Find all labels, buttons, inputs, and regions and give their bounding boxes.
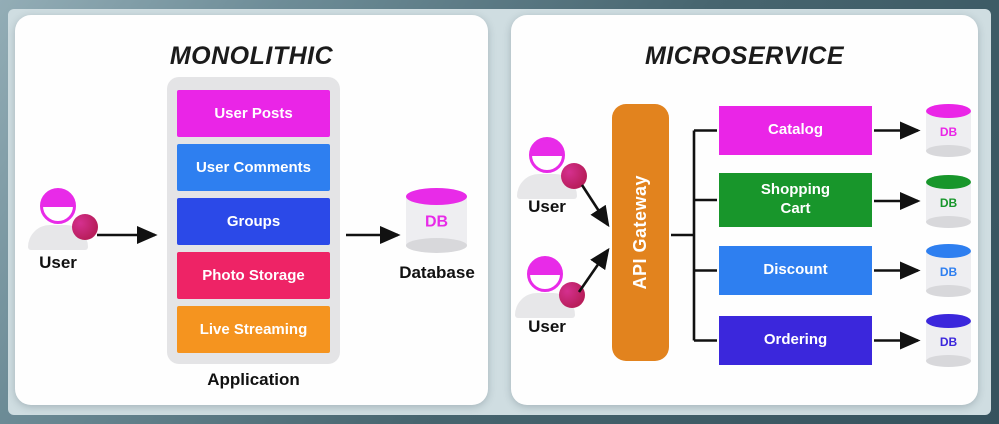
cylinder-top [926,314,971,328]
database-icon: DB [926,314,971,367]
module-user-comments: User Comments [177,144,330,191]
module-label: Photo Storage [202,267,305,284]
module-label: Live Streaming [199,321,308,338]
database-icon: DB [926,104,971,157]
user-icon [517,137,589,199]
service-shopping-cart: Shopping Cart [719,173,872,227]
user-status-dot [72,214,98,240]
user-head-shape [529,137,565,173]
database-icon: DB [926,244,971,297]
user-label: User [39,253,77,272]
microservice-title: MICROSERVICE [644,42,845,70]
service-label: Discount [763,261,828,279]
user-icon [515,256,587,318]
module-label: User Comments [195,159,312,176]
api-gateway-box: API Gateway [612,104,669,361]
user-label: User [528,317,566,336]
user-status-dot [559,282,585,308]
user-label: User [528,197,566,216]
service-label: Ordering [763,331,828,349]
api-gateway-label: API Gateway [630,175,650,290]
module-label: Groups [226,213,281,230]
module-live-streaming: Live Streaming [177,306,330,353]
db-text: DB [939,334,958,349]
user-icon [28,188,100,250]
module-label: User Posts [214,105,293,122]
module-user-posts: User Posts [177,90,330,137]
database-icon: DB [406,188,467,253]
cylinder-bottom [926,285,971,297]
database-icon: DB [926,175,971,228]
service-label: Catalog [767,121,823,139]
service-discount: Discount [719,246,872,295]
cylinder-top [926,244,971,258]
db-text: DB [939,264,958,279]
user-head-shape [40,188,76,224]
cylinder-bottom [926,145,971,157]
user-head-shape [527,256,563,292]
user-status-dot [561,163,587,189]
cylinder-top [926,175,971,189]
cylinder-bottom [926,216,971,228]
service-ordering: Ordering [719,316,872,365]
cylinder-top [926,104,971,118]
application-container: User Posts User Comments Groups Photo St… [167,77,340,364]
service-label: Shopping Cart [760,181,831,217]
module-photo-storage: Photo Storage [177,252,330,299]
monolithic-title: MONOLITHIC [169,42,334,70]
db-text: DB [939,195,958,210]
database-label: Database [399,263,475,282]
cylinder-bottom [926,355,971,367]
application-label: Application [207,370,300,389]
module-groups: Groups [177,198,330,245]
cylinder-top [406,188,467,205]
db-text: DB [424,212,449,230]
service-catalog: Catalog [719,106,872,155]
cylinder-bottom [406,238,467,253]
db-text: DB [939,124,958,139]
